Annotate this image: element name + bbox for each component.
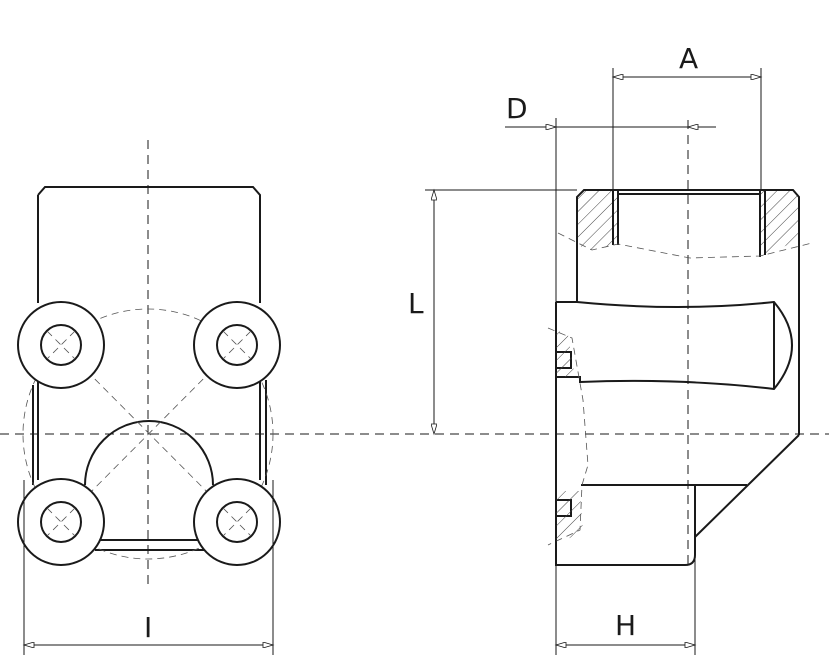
dimension-label-h: H: [615, 609, 637, 642]
dimension-label-l: L: [408, 287, 424, 320]
side-section-view: [425, 68, 813, 655]
dimension-label-d: D: [506, 92, 528, 125]
bolt-hole-bottom-left: [17, 478, 105, 566]
front-view: [17, 186, 281, 655]
dimension-label-i: I: [144, 611, 153, 644]
bolt-hole-top-left: [17, 301, 105, 389]
bolt-hole-top-right: [193, 301, 281, 389]
bolt-hole-bottom-right: [193, 478, 281, 566]
dimension-label-a: A: [679, 42, 699, 75]
